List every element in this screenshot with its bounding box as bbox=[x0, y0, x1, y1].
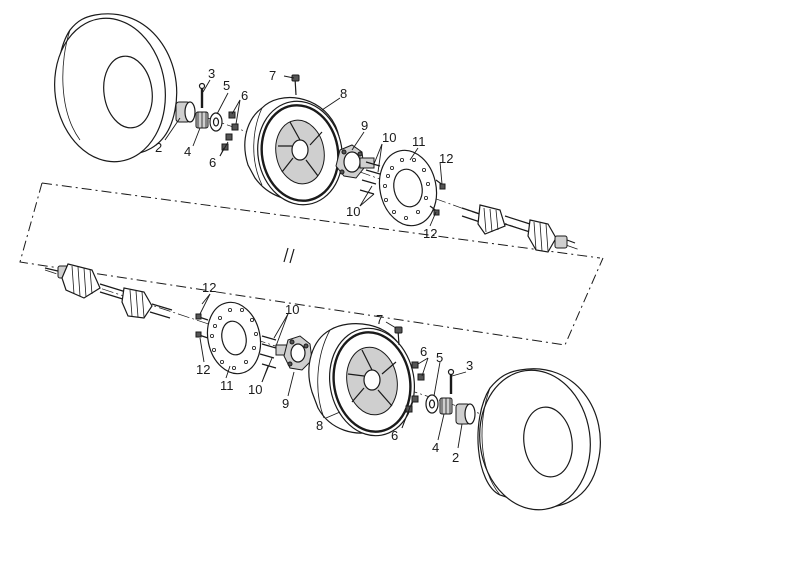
callout-top-8: 8 bbox=[340, 86, 347, 101]
callout-bottom-5: 5 bbox=[436, 350, 443, 365]
cotter-pin-icon bbox=[198, 82, 206, 108]
callout-bottom-3: 3 bbox=[466, 358, 473, 373]
callout-bottom-8: 8 bbox=[316, 418, 323, 433]
callout-bottom-10b: 10 bbox=[248, 382, 262, 397]
callout-bottom-12b: 12 bbox=[196, 362, 210, 377]
callout-bottom-9: 9 bbox=[282, 396, 289, 411]
bottom-assembly bbox=[44, 263, 601, 511]
callout-top-10a: 10 bbox=[382, 130, 396, 145]
callout-bottom-6b: 6 bbox=[391, 428, 398, 443]
wheel-rim-icon bbox=[308, 323, 416, 437]
callout-top-2: 2 bbox=[155, 140, 162, 155]
callout-top-6a: 6 bbox=[241, 88, 248, 103]
valve-stem-icon bbox=[394, 326, 403, 346]
callout-bottom-4: 4 bbox=[432, 440, 439, 455]
valve-stem-icon bbox=[291, 74, 300, 96]
tire-icon bbox=[477, 368, 601, 511]
callout-top-11: 11 bbox=[412, 134, 426, 149]
callout-top-6b: 6 bbox=[209, 155, 216, 170]
cotter-pin-icon bbox=[447, 368, 455, 394]
callout-labels: 2 3 4 5 6 6 7 8 9 10 10 11 12 12 12 12 1… bbox=[155, 66, 473, 465]
castle-nut-icon bbox=[439, 397, 453, 415]
top-assembly bbox=[54, 13, 581, 253]
drive-shaft-icon bbox=[461, 204, 576, 253]
brake-disc-icon bbox=[206, 301, 262, 375]
castle-nut-icon bbox=[195, 111, 209, 129]
brake-disc-icon bbox=[378, 149, 438, 227]
washer-icon bbox=[425, 394, 439, 414]
callout-top-9: 9 bbox=[361, 118, 368, 133]
lug-nut-icon bbox=[221, 111, 239, 151]
wheel-rim-icon bbox=[244, 96, 343, 206]
bolt-icon bbox=[359, 161, 381, 195]
callout-top-3: 3 bbox=[208, 66, 215, 81]
leader-lines bbox=[164, 75, 467, 449]
callout-top-12b: 12 bbox=[423, 226, 437, 241]
callout-top-7: 7 bbox=[269, 68, 276, 83]
bolt-icon bbox=[259, 335, 277, 369]
wheel-hub-icon bbox=[275, 335, 313, 371]
callout-top-10b: 10 bbox=[346, 204, 360, 219]
callout-top-12a: 12 bbox=[439, 151, 453, 166]
drive-shaft-icon bbox=[44, 263, 173, 319]
callout-bottom-12a: 12 bbox=[202, 280, 216, 295]
wheel-hub-icon bbox=[335, 144, 375, 179]
assembly-link-line bbox=[19, 182, 604, 346]
callout-bottom-6a: 6 bbox=[420, 344, 427, 359]
disc-bolt-icon bbox=[195, 313, 209, 339]
callout-top-5: 5 bbox=[223, 78, 230, 93]
callout-top-4: 4 bbox=[184, 144, 191, 159]
washer-icon bbox=[209, 112, 223, 132]
hub-nut-icon bbox=[455, 403, 476, 425]
hub-nut-icon bbox=[175, 101, 196, 123]
callout-bottom-11: 11 bbox=[220, 378, 234, 393]
disc-bolt-icon bbox=[429, 179, 446, 216]
callout-bottom-10a: 10 bbox=[285, 302, 299, 317]
callout-bottom-7: 7 bbox=[376, 312, 383, 327]
tire-icon bbox=[54, 13, 178, 163]
callout-bottom-2: 2 bbox=[452, 450, 459, 465]
